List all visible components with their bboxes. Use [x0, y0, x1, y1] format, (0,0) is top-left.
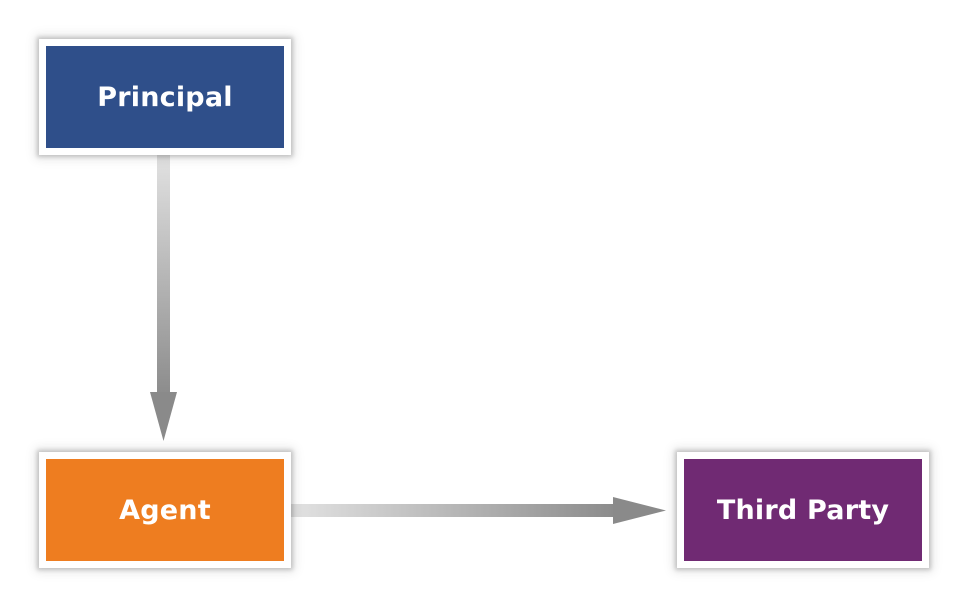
principal-node: Principal	[39, 39, 291, 155]
agent-node: Agent	[39, 452, 291, 568]
arrow-agent-to-third-party	[291, 497, 666, 524]
third-party-node: Third Party	[677, 452, 929, 568]
arrow-principal-to-agent	[150, 155, 177, 441]
